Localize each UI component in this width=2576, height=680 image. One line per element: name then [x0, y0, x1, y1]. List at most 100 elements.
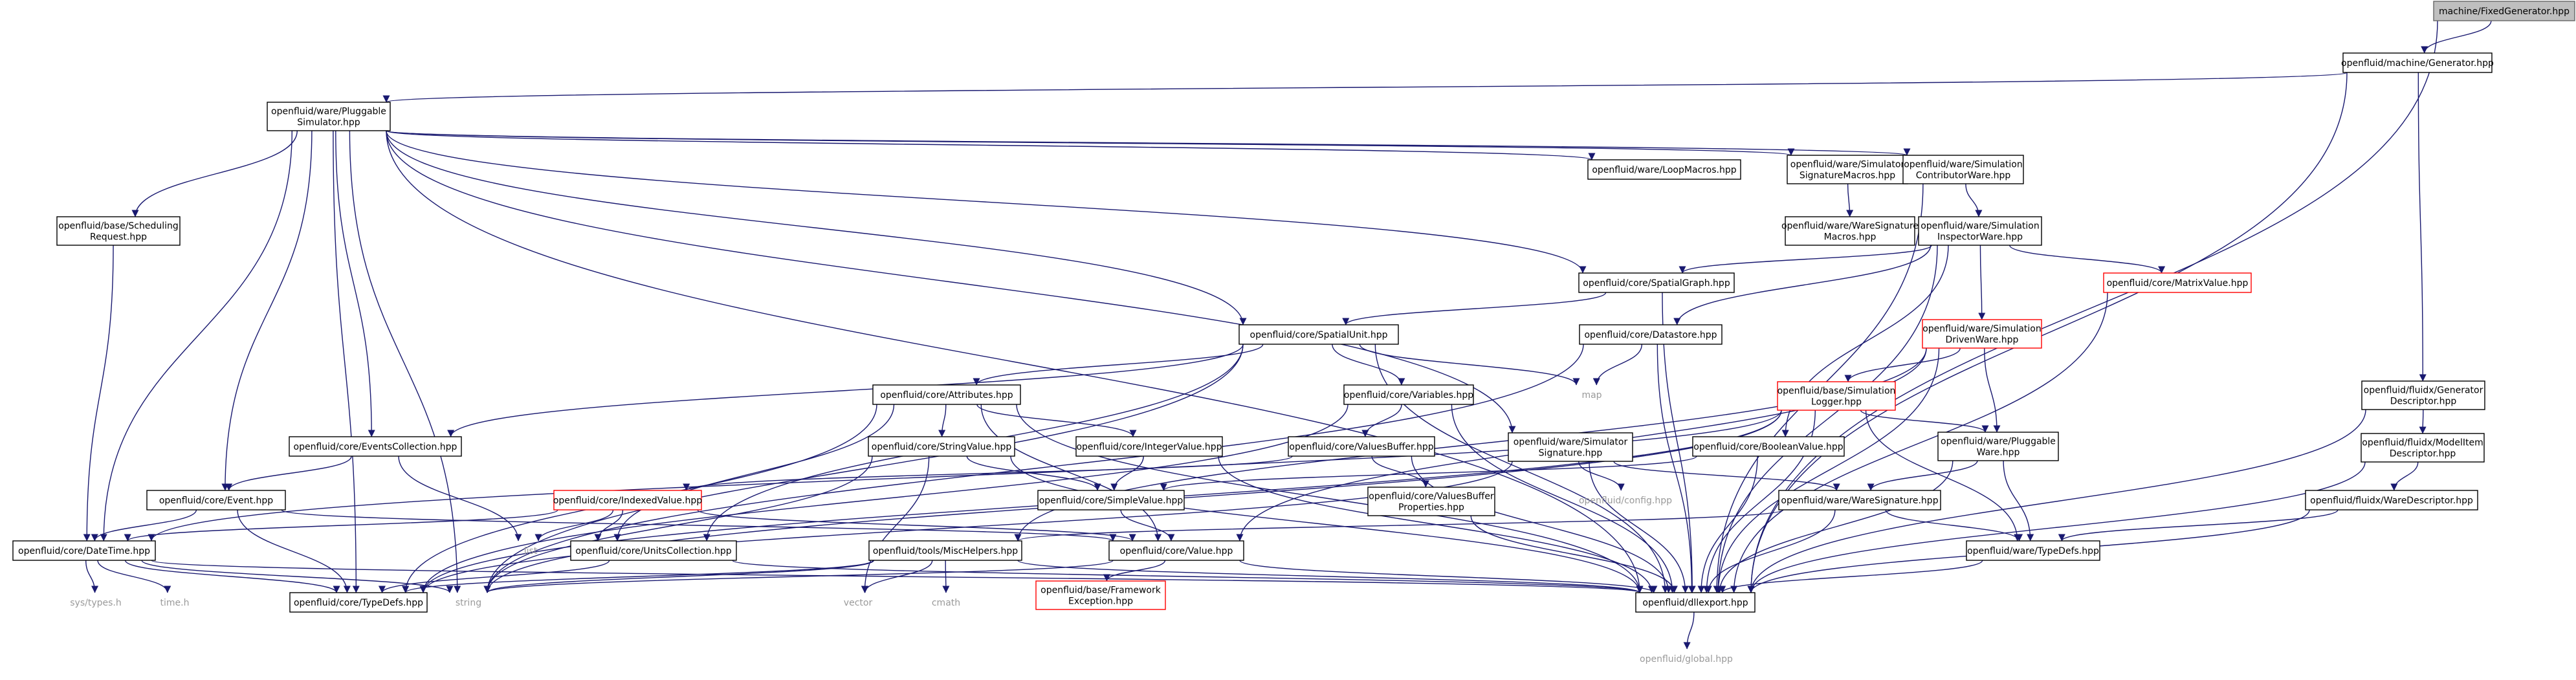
node-matrix[interactable]: openfluid/core/MatrixValue.hpp — [2103, 272, 2252, 293]
node-root[interactable]: machine/FixedGenerator.hpp — [2433, 1, 2575, 21]
node-mischelp[interactable]: openfluid/tools/MiscHelpers.hpp — [868, 540, 1022, 561]
edge-mischelp-to-dllexport — [1017, 560, 1644, 593]
node-loop[interactable]: openfluid/ware/LoopMacros.hpp — [1587, 159, 1741, 180]
node-simsigmac[interactable]: openfluid/ware/SimulatorSignatureMacros.… — [1787, 155, 1908, 184]
edge-matrix-to-dllexport — [1730, 292, 2108, 593]
node-label-plugware-0: openfluid/ware/Pluggable — [1941, 437, 2056, 447]
node-simpleval[interactable]: openfluid/core/SimpleValue.hpp — [1037, 490, 1185, 510]
node-intval[interactable]: openfluid/core/IntegerValue.hpp — [1075, 436, 1223, 457]
node-box-plugware — [1937, 432, 2059, 461]
node-label-fwexc-0: openfluid/base/Framework — [1040, 586, 1161, 596]
edge-driven-to-dllexport — [1714, 347, 1940, 593]
edge-event-to-datetime — [91, 509, 197, 542]
node-label-indexed-0: openfluid/core/IndexedValue.hpp — [553, 496, 702, 506]
edge-inspector-to-spgraph — [1679, 245, 1932, 274]
node-vector: vector — [844, 598, 873, 608]
edge-plug-to-loop — [386, 130, 1595, 160]
node-unitscoll[interactable]: openfluid/core/UnitsCollection.hpp — [570, 540, 737, 561]
node-boolval[interactable]: openfluid/core/BooleanValue.hpp — [1692, 436, 1845, 457]
edge-unitscoll-to-dllexport — [732, 560, 1643, 593]
node-box-root — [2433, 1, 2575, 21]
node-box-strval — [868, 436, 1015, 457]
node-contrib[interactable]: openfluid/ware/SimulationContributorWare… — [1902, 155, 2024, 184]
node-vars[interactable]: openfluid/core/Variables.hpp — [1343, 384, 1474, 405]
node-attrs[interactable]: openfluid/core/Attributes.hpp — [872, 384, 1021, 405]
node-box-spunit — [1238, 324, 1399, 345]
node-systypes: sys/types.h — [70, 598, 121, 608]
node-box-valbufprop — [1367, 487, 1495, 516]
edge-plug-to-simsigmac — [386, 130, 1794, 156]
node-event[interactable]: openfluid/core/Event.hpp — [146, 490, 286, 510]
edge-strval-to-simpleval — [966, 455, 1101, 491]
edge-modelitem-to-dllexport — [1747, 461, 2366, 593]
edge-gendesc-to-dllexport — [1747, 409, 2366, 593]
node-box-simpleval — [1037, 490, 1185, 510]
node-coretypedefs[interactable]: openfluid/core/TypeDefs.hpp — [289, 592, 428, 613]
node-label-vars-0: openfluid/core/Variables.hpp — [1344, 390, 1473, 400]
node-label-mischelp-0: openfluid/tools/MiscHelpers.hpp — [873, 546, 1018, 556]
node-valbuf[interactable]: openfluid/core/ValuesBuffer.hpp — [1288, 436, 1435, 457]
node-gen[interactable]: openfluid/machine/Generator.hpp — [2341, 52, 2494, 73]
edge-plug-to-event — [221, 130, 313, 491]
edge-event-to-coretypedefs — [237, 509, 351, 593]
edge-spunit-to-map — [1359, 344, 1580, 386]
node-label-map-0: map — [1581, 390, 1602, 400]
node-label-evcoll-0: openfluid/core/EventsCollection.hpp — [294, 442, 457, 452]
node-box-value — [1108, 540, 1244, 561]
node-datetime[interactable]: openfluid/core/DateTime.hpp — [12, 540, 156, 561]
node-inspector[interactable]: openfluid/ware/SimulationInspectorWare.h… — [1918, 216, 2042, 246]
node-box-event — [146, 490, 286, 510]
edge-plug-to-simsig — [386, 130, 1516, 433]
node-waredesc[interactable]: openfluid/fluidx/WareDescriptor.hpp — [2305, 490, 2478, 510]
node-waresig[interactable]: openfluid/ware/WareSignature.hpp — [1778, 490, 1941, 510]
node-dllexport[interactable]: openfluid/dllexport.hpp — [1635, 592, 1756, 613]
edge-simsig-to-config — [1578, 461, 1625, 491]
node-label-systypes-0: sys/types.h — [70, 598, 121, 608]
edge-plug-to-evcoll — [335, 130, 375, 437]
edge-simsigmac-to-waresigmac — [1846, 183, 1854, 217]
node-strval[interactable]: openfluid/core/StringValue.hpp — [868, 436, 1015, 457]
edge-plug-to-datetime — [100, 130, 292, 542]
node-label-vector-0: vector — [844, 598, 873, 608]
node-waretypedefs[interactable]: openfluid/ware/TypeDefs.hpp — [1966, 540, 2100, 561]
edge-inspector-to-matrix — [2009, 245, 2165, 274]
edge-strval-to-dllexport — [1010, 455, 1644, 593]
node-label-waresigmac-1: Macros.hpp — [1824, 232, 1877, 243]
node-label-value-0: openfluid/core/Value.hpp — [1120, 546, 1233, 556]
edge-plugware-to-waresig — [1867, 460, 1978, 491]
node-indexed[interactable]: openfluid/core/IndexedValue.hpp — [553, 490, 702, 510]
edge-plug-to-spgraph — [386, 130, 1587, 274]
node-datastore[interactable]: openfluid/core/Datastore.hpp — [1579, 324, 1723, 345]
edge-inspector-to-dllexport — [1714, 245, 1938, 593]
edge-valbuf-to-indexed — [683, 455, 1293, 491]
edge-simpleval-to-value — [1120, 509, 1175, 542]
node-box-driven — [1922, 319, 2042, 349]
node-box-datastore — [1579, 324, 1723, 345]
edge-indexed-to-value — [697, 509, 1136, 542]
edge-waresig-to-mischelp — [1015, 509, 1783, 542]
edge-plug-to-contrib — [386, 130, 1910, 156]
node-spunit[interactable]: openfluid/core/SpatialUnit.hpp — [1238, 324, 1399, 345]
node-spgraph[interactable]: openfluid/core/SpatialGraph.hpp — [1578, 272, 1735, 293]
node-box-matrix — [2103, 272, 2252, 293]
node-label-boolval-0: openfluid/core/BooleanValue.hpp — [1693, 442, 1844, 452]
node-label-waretypedefs-0: openfluid/ware/TypeDefs.hpp — [1967, 546, 2099, 556]
node-label-coretypedefs-0: openfluid/core/TypeDefs.hpp — [294, 598, 423, 608]
edge-plug-to-spunit — [386, 130, 1247, 325]
edge-dllexport-to-global — [1683, 611, 1695, 650]
edge-attrs-to-value — [980, 404, 1162, 542]
node-evcoll[interactable]: openfluid/core/EventsCollection.hpp — [289, 436, 462, 457]
node-valbufprop[interactable]: openfluid/core/ValuesBufferProperties.hp… — [1367, 487, 1495, 516]
node-value[interactable]: openfluid/core/Value.hpp — [1108, 540, 1244, 561]
node-label-valbuf-0: openfluid/core/ValuesBuffer.hpp — [1289, 442, 1433, 452]
